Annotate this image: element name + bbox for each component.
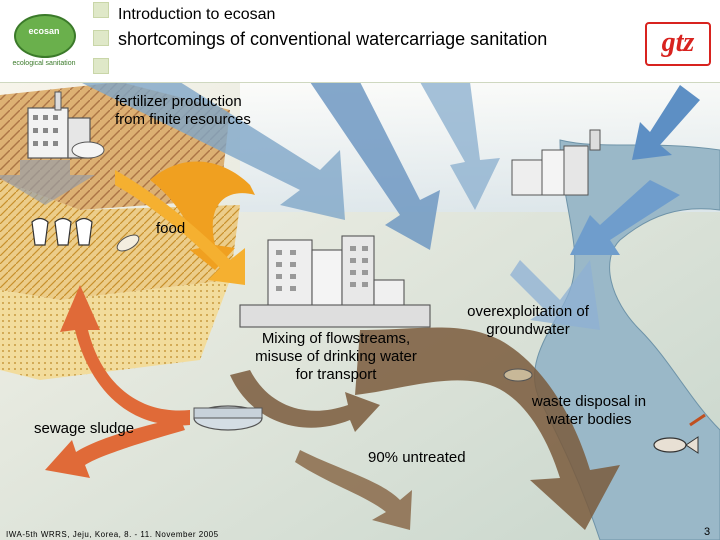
- bread-icon: [116, 234, 140, 252]
- field-bottom: [0, 280, 230, 380]
- subtitle-bullet-2: [93, 58, 109, 74]
- label-fertilizer: fertilizer production from finite resour…: [115, 93, 251, 128]
- food-arrow-flow: [115, 170, 245, 285]
- label-overexploitation: overexploitation of groundwater: [467, 303, 589, 338]
- groundwater-arrow: [510, 260, 600, 330]
- label-food: food: [156, 220, 186, 237]
- sludge-arrow: [60, 285, 190, 426]
- page-subtitle: shortcomings of conventional watercarria…: [118, 29, 548, 49]
- wastewater-to-plant: [230, 370, 380, 432]
- rain-arrow-3: [420, 82, 500, 210]
- rain-arrow-1: [80, 82, 345, 220]
- crop-icons: [31, 217, 93, 246]
- subtitle-bullet-1: [93, 30, 109, 46]
- fish-icon: [653, 413, 706, 454]
- sludge-arrow-down: [45, 418, 185, 478]
- city-buildings: [239, 235, 431, 328]
- rain-arrow-4: [632, 85, 700, 160]
- wastewater-arrow: [355, 327, 620, 530]
- well-icon: [503, 368, 533, 382]
- label-untreated: 90% untreated: [368, 449, 466, 466]
- untreated-arrow: [295, 450, 412, 530]
- page-number: 3: [704, 526, 711, 538]
- ecosan-logo: [14, 14, 76, 58]
- factory-icon: [27, 91, 105, 159]
- gtz-logo: gtz: [645, 22, 711, 66]
- food-arrow: [150, 161, 255, 270]
- city-windows: [276, 246, 368, 291]
- page-title: Introduction to ecosan: [118, 6, 276, 23]
- header-divider: [0, 82, 720, 83]
- rain-arrow-5: [570, 180, 680, 255]
- label-waste-disposal: waste disposal in water bodies: [531, 393, 647, 428]
- footer-conference: IWA-5th WRRS, Jeju, Korea, 8. - 11. Nove…: [6, 530, 219, 539]
- title-bullet: [93, 2, 109, 18]
- rain-arrow-2: [310, 82, 440, 250]
- distant-city: [511, 129, 601, 196]
- ecosan-logo-subtitle: ecological sanitation: [12, 60, 76, 67]
- ecosan-logo-text: ecosan: [28, 26, 60, 36]
- grey-arrow: [0, 160, 95, 205]
- label-sewage-sludge: sewage sludge: [34, 420, 135, 437]
- label-mixing: Mixing of flowstreams, misuse of drinkin…: [255, 330, 417, 383]
